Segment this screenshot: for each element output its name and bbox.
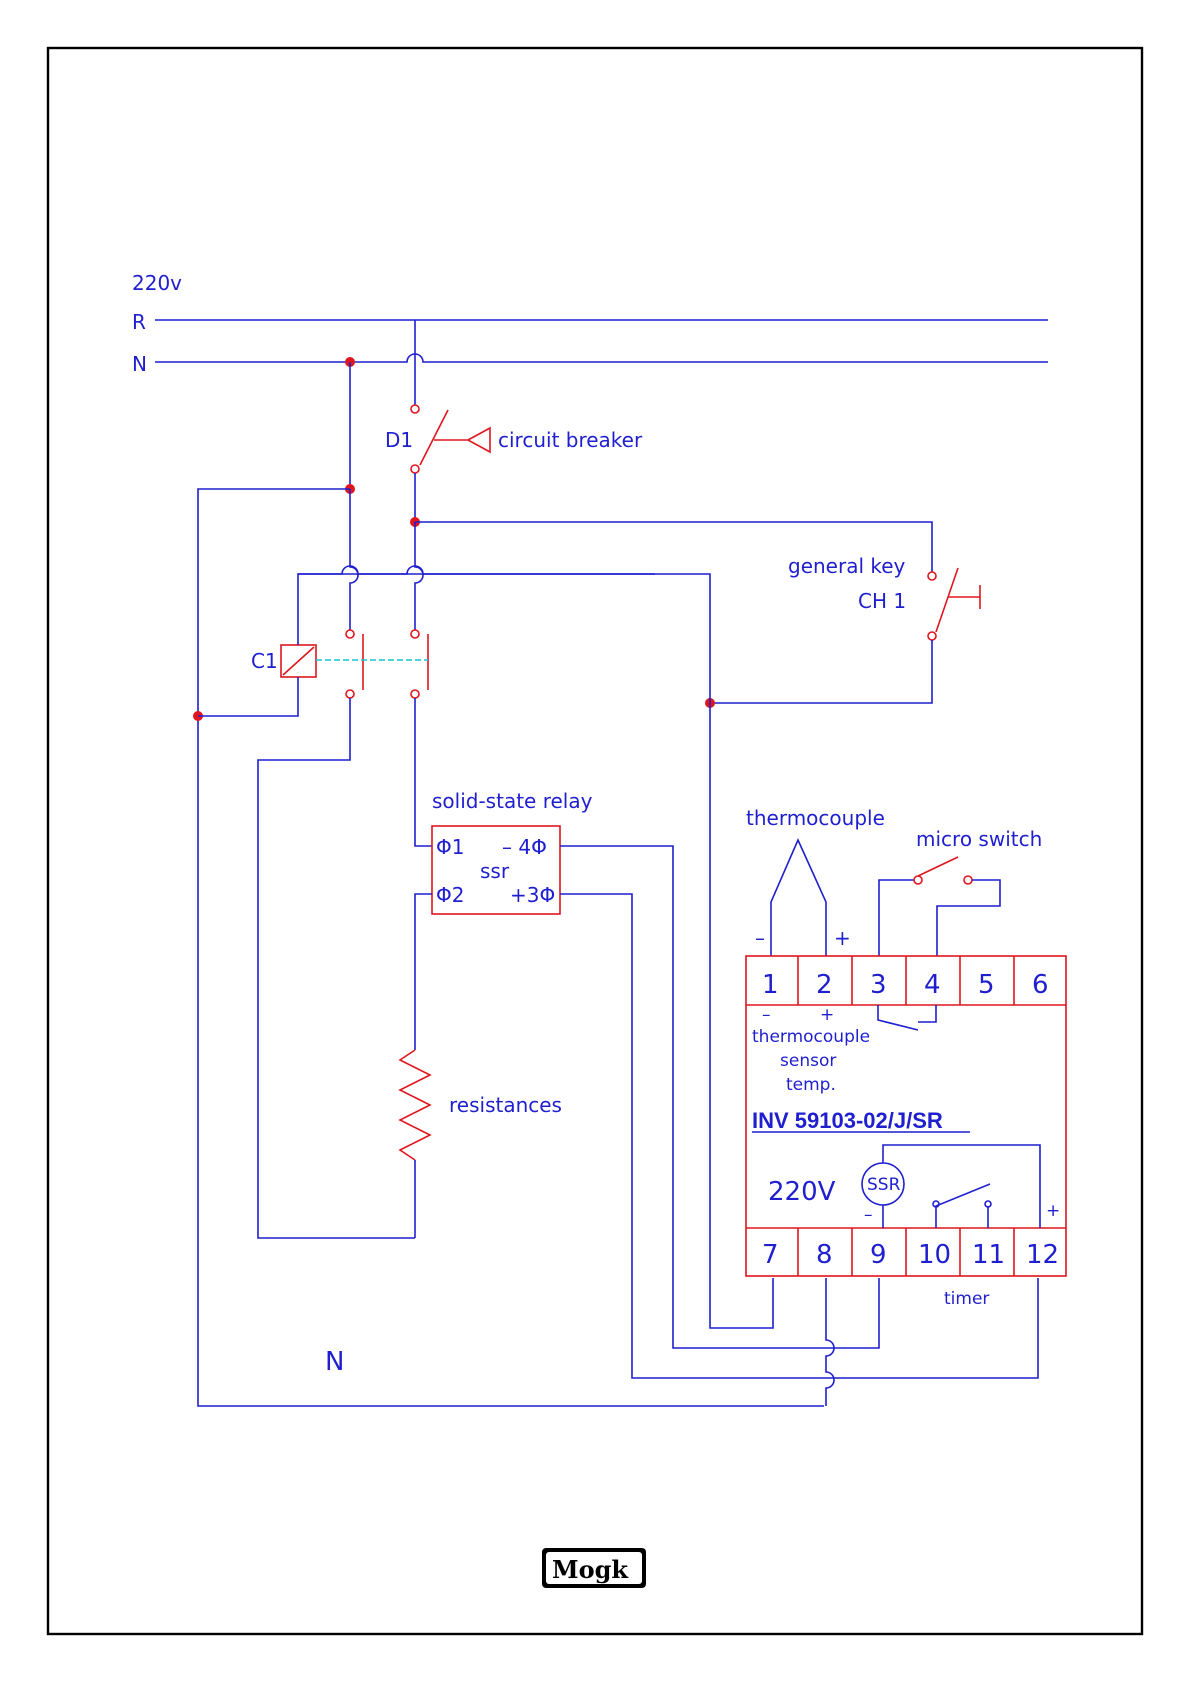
ssr-title: solid-state relay <box>432 789 593 813</box>
svg-text:Mogk: Mogk <box>552 1555 629 1584</box>
svg-text:+: + <box>1046 1201 1060 1221</box>
svg-text:Φ1: Φ1 <box>436 835 464 859</box>
svg-text:sensor: sensor <box>780 1051 836 1071</box>
resistance <box>400 1050 430 1160</box>
timer-label: timer <box>944 1289 989 1309</box>
ssr-label: ssr <box>480 859 510 883</box>
circuit-breaker-label: circuit breaker <box>498 428 643 452</box>
micro-switch-label: micro switch <box>916 827 1042 851</box>
wire-ssr-minus <box>560 846 879 1348</box>
d1-label: D1 <box>385 428 413 452</box>
thermocouple-label: thermocouple <box>746 806 885 830</box>
resistances-label: resistances <box>449 1093 562 1117</box>
terminal-4: 4 <box>924 970 941 1000</box>
thermocouple-symbol <box>771 840 826 956</box>
terminal-12: 12 <box>1026 1240 1059 1270</box>
model-label: INV 59103-02/J/SR <box>752 1108 943 1133</box>
wire-neutral-bus <box>198 489 824 1406</box>
svg-text:+3Φ: +3Φ <box>510 883 555 907</box>
terminal-1: 1 <box>762 970 779 1000</box>
terminal-11: 11 <box>972 1240 1005 1270</box>
controller-voltage: 220V <box>768 1177 836 1207</box>
terminal-2: 2 <box>816 970 833 1000</box>
line-n-label: N <box>132 352 147 376</box>
mogk-logo: Mogk <box>542 1548 646 1588</box>
micro-switch <box>879 880 914 956</box>
svg-text:–: – <box>864 1205 873 1225</box>
supply-label: 220v <box>132 271 182 295</box>
svg-text:temp.: temp. <box>786 1075 836 1095</box>
svg-text:Φ2: Φ2 <box>436 883 464 907</box>
terminal-6: 6 <box>1032 970 1049 1000</box>
svg-text:SSR: SSR <box>867 1175 901 1195</box>
general-key-label: general key <box>788 554 906 578</box>
terminal-7: 7 <box>762 1240 779 1270</box>
terminal-3: 3 <box>870 970 887 1000</box>
terminal-8: 8 <box>816 1240 833 1270</box>
wire-n-return <box>258 698 415 1238</box>
svg-text:– 4Φ: – 4Φ <box>502 835 547 859</box>
wire-general-key-out <box>710 640 932 703</box>
timer-contact <box>936 1184 990 1228</box>
general-key-switch <box>936 568 958 632</box>
c1-label: C1 <box>251 649 278 673</box>
svg-text:–: – <box>755 926 765 950</box>
neutral-bottom-label: N <box>325 1347 344 1377</box>
terminal-5: 5 <box>978 970 995 1000</box>
svg-text:+: + <box>834 926 851 950</box>
svg-text:+: + <box>820 1005 834 1025</box>
terminal-9: 9 <box>870 1240 887 1270</box>
ch1-label: CH 1 <box>858 589 906 613</box>
line-r-label: R <box>132 310 146 334</box>
svg-text:–: – <box>762 1005 771 1025</box>
tc-sensor-text: thermocouple <box>752 1027 870 1047</box>
line-n <box>155 354 1048 362</box>
circuit-breaker-switch <box>420 410 448 465</box>
terminal-10: 10 <box>918 1240 951 1270</box>
